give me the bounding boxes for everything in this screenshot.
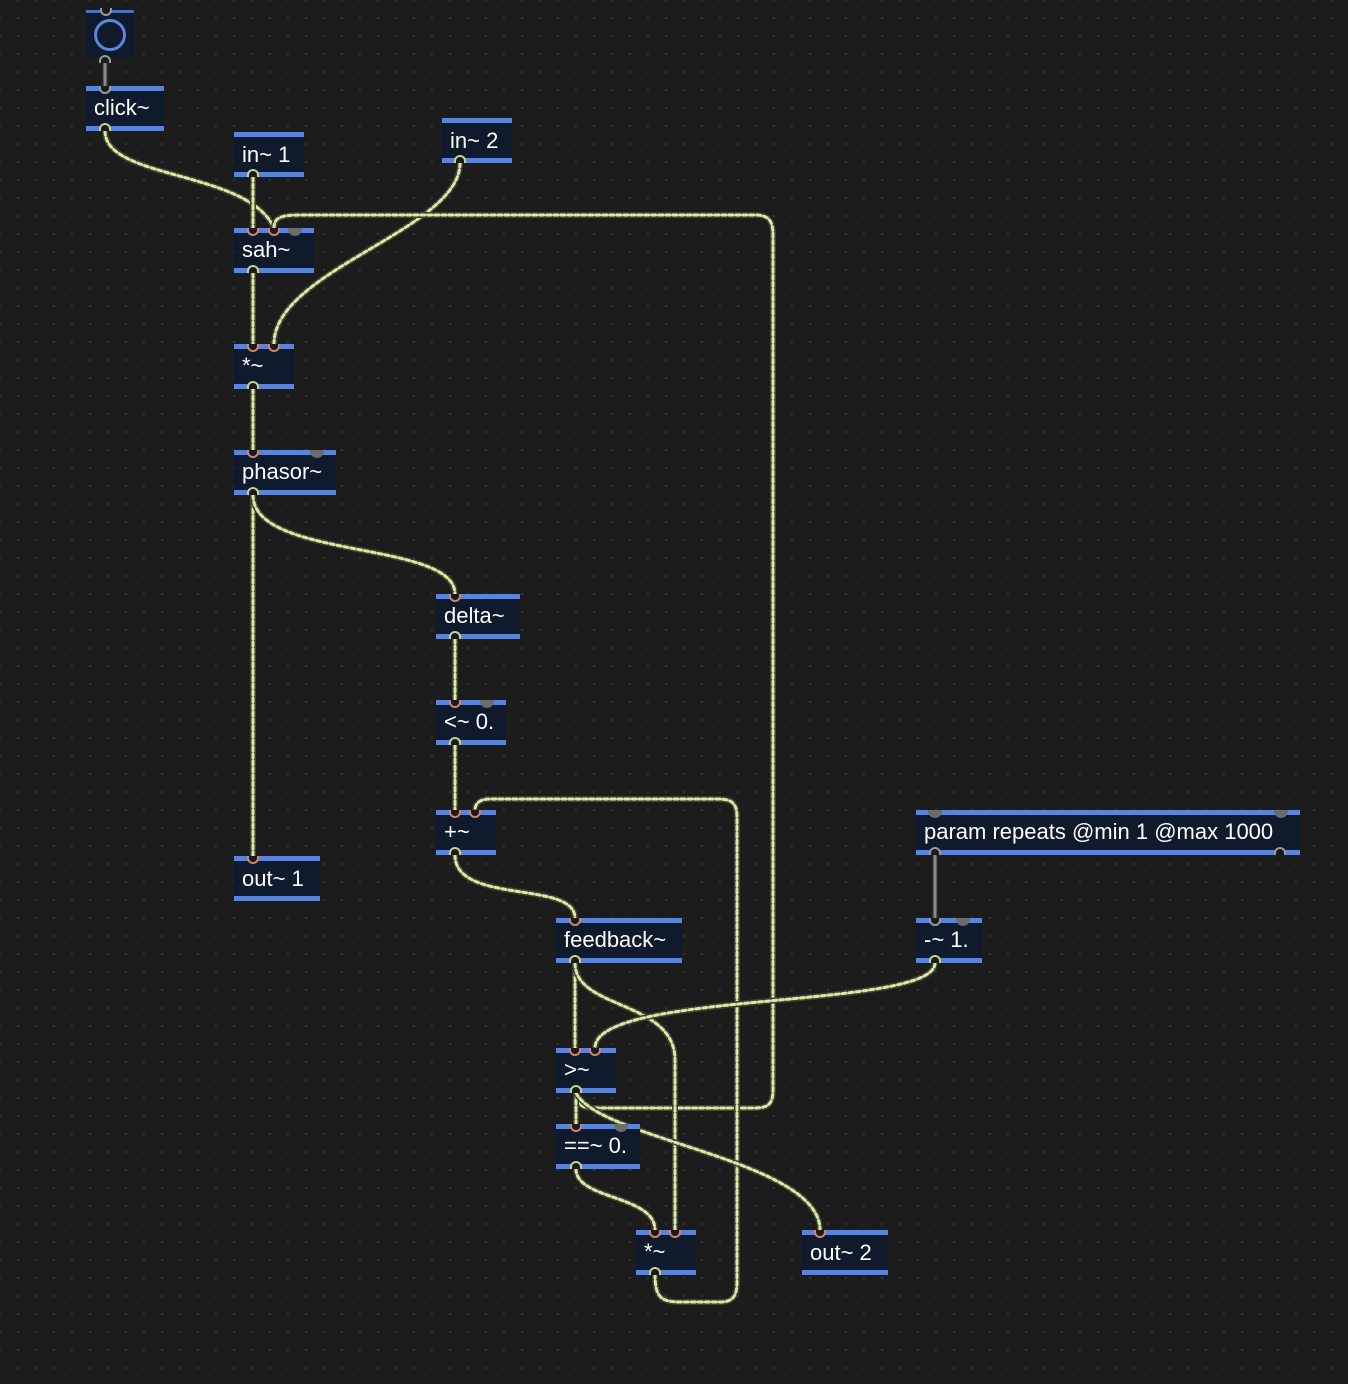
multiply-2-outlet[interactable] bbox=[649, 1267, 661, 1275]
sah-outlet[interactable] bbox=[247, 265, 259, 273]
phasor-object[interactable]: phasor~ bbox=[234, 450, 336, 495]
out1-object-label: out~ 1 bbox=[242, 866, 304, 891]
add-object[interactable]: +~ bbox=[436, 810, 496, 855]
bang-inlet[interactable] bbox=[100, 8, 112, 16]
cord-phasor-to-delta[interactable] bbox=[250, 492, 458, 597]
in1-object[interactable]: in~ 1 bbox=[234, 132, 304, 177]
in1-outlet[interactable] bbox=[247, 169, 259, 177]
greater-equal-outlet[interactable] bbox=[570, 1085, 582, 1093]
less-than-object-label: <~ 0. bbox=[444, 709, 495, 734]
cord-mul2-to-add[interactable] bbox=[472, 796, 740, 1305]
multiply-2-inlet-left[interactable] bbox=[649, 1230, 661, 1238]
out2-inlet[interactable] bbox=[814, 1230, 826, 1238]
phasor-object-label: phasor~ bbox=[242, 459, 323, 484]
out2-object-label: out~ 2 bbox=[810, 1240, 872, 1265]
in2-object[interactable]: in~ 2 bbox=[442, 118, 512, 163]
sah-inlet-1[interactable] bbox=[247, 228, 259, 236]
cord-eq-to-mul2[interactable] bbox=[573, 1166, 658, 1233]
feedback-object-label: feedback~ bbox=[564, 927, 667, 952]
multiply-object-1[interactable]: *~ bbox=[234, 344, 294, 389]
in2-object-label: in~ 2 bbox=[450, 128, 499, 153]
bang-outlet[interactable] bbox=[99, 55, 111, 63]
equals-inlet-1[interactable] bbox=[570, 1124, 582, 1132]
bang-button-icon[interactable] bbox=[94, 19, 126, 51]
equals-object[interactable]: ==~ 0. bbox=[556, 1124, 640, 1169]
multiply-1-outlet[interactable] bbox=[247, 381, 259, 389]
click-inlet[interactable] bbox=[99, 86, 111, 94]
less-than-inlet-1[interactable] bbox=[449, 700, 461, 708]
multiply-2-inlet-right[interactable] bbox=[669, 1230, 681, 1238]
click-object-label: click~ bbox=[94, 95, 150, 120]
cord-add-to-feedback[interactable] bbox=[452, 852, 578, 921]
multiply-1-inlet-right[interactable] bbox=[268, 344, 280, 352]
click-object[interactable]: click~ bbox=[86, 86, 164, 131]
param-outlet-2[interactable] bbox=[1274, 847, 1286, 855]
greater-equal-object[interactable]: >~ bbox=[556, 1048, 616, 1093]
add-inlet-left[interactable] bbox=[449, 810, 461, 818]
greater-equal-object-label: >~ bbox=[564, 1057, 590, 1082]
param-inlet-2[interactable] bbox=[1274, 810, 1288, 818]
equals-object-label: ==~ 0. bbox=[564, 1133, 628, 1158]
multiply-object-2-label: *~ bbox=[644, 1239, 666, 1264]
less-than-outlet[interactable] bbox=[449, 737, 461, 745]
bang-button[interactable] bbox=[86, 8, 134, 63]
subtract-inlet-2[interactable] bbox=[956, 918, 970, 926]
sah-inlet-3[interactable] bbox=[288, 228, 302, 236]
subtract-inlet-1[interactable] bbox=[929, 918, 941, 926]
equals-inlet-2[interactable] bbox=[614, 1124, 628, 1132]
feedback-outlet[interactable] bbox=[569, 955, 581, 963]
less-than-object[interactable]: <~ 0. bbox=[436, 700, 506, 745]
phasor-inlet-1[interactable] bbox=[247, 450, 259, 458]
subtract-object-label: -~ 1. bbox=[924, 927, 969, 952]
cord-click-to-sah[interactable] bbox=[102, 128, 277, 231]
cord-in2-to-mul1[interactable] bbox=[271, 160, 463, 347]
cord-sub-to-gte[interactable] bbox=[592, 960, 938, 1051]
greater-equal-inlet-left[interactable] bbox=[569, 1048, 581, 1056]
out1-object[interactable]: out~ 1 bbox=[234, 856, 320, 901]
phasor-outlet[interactable] bbox=[247, 487, 259, 495]
less-than-inlet-2[interactable] bbox=[480, 700, 494, 708]
delta-object[interactable]: delta~ bbox=[436, 594, 520, 639]
feedback-object[interactable]: feedback~ bbox=[556, 918, 682, 963]
param-outlet[interactable] bbox=[929, 847, 941, 855]
multiply-object-1-label: *~ bbox=[242, 353, 264, 378]
in2-outlet[interactable] bbox=[454, 155, 466, 163]
out1-inlet[interactable] bbox=[247, 856, 259, 864]
feedback-inlet[interactable] bbox=[569, 918, 581, 926]
sah-inlet-2[interactable] bbox=[268, 228, 280, 236]
cord-gte-to-sah[interactable] bbox=[271, 212, 776, 1111]
delta-inlet[interactable] bbox=[449, 594, 461, 602]
cord-feedback-to-mul2[interactable] bbox=[572, 960, 678, 1233]
out2-object[interactable]: out~ 2 bbox=[802, 1230, 888, 1275]
phasor-inlet-2[interactable] bbox=[310, 450, 324, 458]
sah-object[interactable]: sah~ bbox=[234, 228, 314, 273]
cord-gte-to-out2[interactable] bbox=[573, 1090, 823, 1233]
add-inlet-right[interactable] bbox=[469, 810, 481, 818]
click-outlet[interactable] bbox=[99, 123, 111, 131]
delta-object-label: delta~ bbox=[444, 603, 505, 628]
param-inlet[interactable] bbox=[928, 810, 942, 818]
add-outlet[interactable] bbox=[449, 847, 461, 855]
param-repeats-object[interactable]: param repeats @min 1 @max 1000 bbox=[916, 810, 1300, 855]
multiply-object-2[interactable]: *~ bbox=[636, 1230, 696, 1275]
delta-outlet[interactable] bbox=[449, 631, 461, 639]
sah-object-label: sah~ bbox=[242, 237, 291, 262]
param-repeats-object-label: param repeats @min 1 @max 1000 bbox=[924, 819, 1274, 844]
subtract-object[interactable]: -~ 1. bbox=[916, 918, 982, 963]
in1-object-label: in~ 1 bbox=[242, 142, 291, 167]
subtract-outlet[interactable] bbox=[929, 955, 941, 963]
equals-outlet[interactable] bbox=[570, 1161, 582, 1169]
greater-equal-inlet-right[interactable] bbox=[589, 1048, 601, 1056]
multiply-1-inlet-left[interactable] bbox=[247, 344, 259, 352]
add-object-label: +~ bbox=[444, 819, 470, 844]
